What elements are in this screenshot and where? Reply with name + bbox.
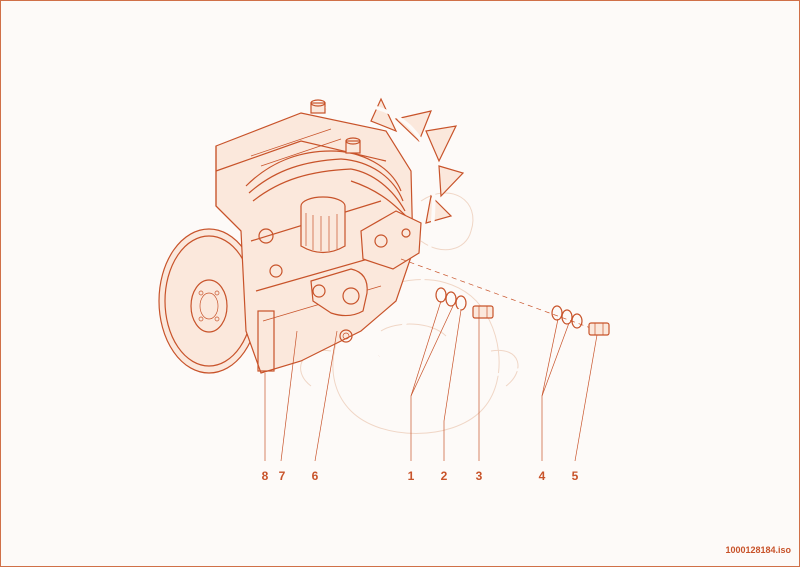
alignment-line: [400, 258, 600, 332]
banjo-bolt-right: [588, 322, 610, 336]
breather-hose: [325, 102, 436, 358]
sealing-washers-right: [551, 305, 583, 329]
callout-1: 1: [408, 469, 415, 483]
oil-filter: [300, 196, 346, 254]
callout-5: 5: [572, 469, 579, 483]
callout-4: 4: [539, 469, 546, 483]
banjo-bolt-left: [472, 305, 494, 319]
callout-labels: 8 7 6 1 2 3 4 5: [262, 469, 579, 483]
callout-7: 7: [279, 469, 286, 483]
flywheel: [158, 228, 260, 374]
callout-2: 2: [441, 469, 448, 483]
oil-pipe: [457, 308, 559, 381]
callout-8: 8: [262, 469, 269, 483]
oil-cooler: [310, 268, 368, 317]
drawing-file-id: 1000128184.iso: [725, 545, 791, 555]
leader-lines: [264, 300, 598, 462]
callout-6: 6: [312, 469, 319, 483]
callout-3: 3: [476, 469, 483, 483]
sealing-washers-left: [435, 287, 467, 311]
fuel-pump: [360, 210, 422, 270]
